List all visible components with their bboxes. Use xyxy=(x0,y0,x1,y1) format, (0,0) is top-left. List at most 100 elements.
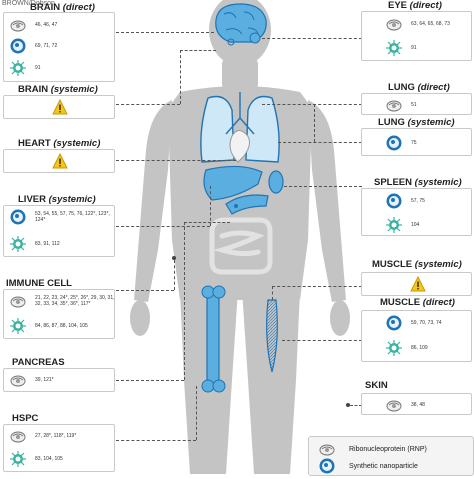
connector-dot-skin xyxy=(346,403,350,407)
refs-text: 39, 121* xyxy=(35,376,54,383)
viral-vector-icon xyxy=(386,40,402,56)
connector-skin xyxy=(350,405,362,406)
rnp-icon xyxy=(10,17,26,33)
muscle-organ xyxy=(266,299,278,373)
heart-systemic-card xyxy=(3,149,115,173)
refs-text: 91 xyxy=(35,64,41,71)
lung-direct-header: LUNG (direct) xyxy=(388,82,450,93)
hspc-header: HSPC xyxy=(12,413,39,424)
liver-systemic-header: LIVER (systemic) xyxy=(18,194,96,205)
spleen-systemic-header: SPLEEN (systemic) xyxy=(374,177,462,188)
connector-brain-direct xyxy=(116,32,214,33)
immune-cell-header: IMMUNE CELL xyxy=(6,278,72,289)
pancreas-header: PANCREAS xyxy=(12,357,65,368)
lung-systemic-header: LUNG (systemic) xyxy=(378,117,455,128)
connector-spleen xyxy=(284,186,362,187)
synthetic-nanoparticle-icon xyxy=(10,209,26,225)
warning-icon xyxy=(52,98,68,115)
refs-text: 75 xyxy=(411,139,417,146)
viral-vector-icon xyxy=(386,340,402,356)
connector-liver xyxy=(116,226,210,227)
warning-icon xyxy=(52,152,68,169)
synthetic-nanoparticle-icon xyxy=(10,38,26,54)
muscle-systemic-header: MUSCLE (systemic) xyxy=(372,259,462,270)
refs-text: 51 xyxy=(411,101,417,108)
liver-organ xyxy=(203,165,263,201)
synthetic-nanoparticle-icon xyxy=(386,193,402,209)
connector-hspc xyxy=(116,440,196,441)
immune-cell-card: 21, 22, 23, 24*, 25*, 26*, 29, 30, 31, 3… xyxy=(3,289,115,339)
refs-text: 27, 28*, 118*, 119* xyxy=(35,432,77,439)
refs-text: 46, 46, 47 xyxy=(35,21,58,28)
viral-vector-icon xyxy=(10,318,26,334)
refs-text: 104 xyxy=(411,221,420,228)
refs-text: 57, 75 xyxy=(411,197,425,204)
rnp-icon xyxy=(10,428,26,444)
refs-text: 86, 109 xyxy=(411,344,428,351)
viral-vector-icon xyxy=(386,217,402,233)
synthetic-nanoparticle-icon xyxy=(386,135,402,151)
rnp-icon xyxy=(319,441,335,457)
viral-vector-icon xyxy=(10,60,26,76)
refs-text: 83, 91, 112 xyxy=(35,240,60,247)
skin-header: SKIN xyxy=(365,380,388,391)
rnp-icon xyxy=(386,16,402,32)
muscle-direct-card: 59, 70, 73, 74 86, 109 xyxy=(361,310,472,362)
pancreas-organ xyxy=(225,194,269,215)
connector-lung-systemic xyxy=(278,142,362,143)
connector-brain-systemic xyxy=(116,104,180,105)
bone-organ xyxy=(201,285,226,393)
skin-card: 38, 48 xyxy=(361,393,472,415)
eye-direct-header: EYE (direct) xyxy=(388,0,442,11)
refs-text: 63, 64, 65, 68, 73 xyxy=(411,20,450,27)
brain-organ xyxy=(215,3,267,46)
source-fragment: BROWN/Dobson xyxy=(2,0,55,7)
pancreas-card: 39, 121* xyxy=(3,368,115,392)
connector-muscle-systemic xyxy=(272,286,362,287)
rnp-icon xyxy=(386,97,402,113)
refs-text: 59, 70, 73, 74 xyxy=(411,319,442,326)
refs-text: 84, 86, 87, 88, 104, 105 xyxy=(35,322,88,329)
heart-organ xyxy=(229,130,250,163)
connector-immune xyxy=(116,290,174,291)
synthetic-nanoparticle-icon xyxy=(319,458,335,474)
connector-heart xyxy=(116,160,236,161)
lung-direct-card: 51 xyxy=(361,93,472,115)
connector-lung-direct xyxy=(262,104,362,105)
brain-direct-card: 46, 46, 47 69, 71, 72 91 xyxy=(3,12,115,82)
connector-muscle-direct xyxy=(282,340,362,341)
brain-direct-header: BRAIN (direct) xyxy=(30,2,95,13)
hspc-card: 27, 28*, 118*, 119* 83, 104, 105 xyxy=(3,424,115,472)
connector-dot-immune xyxy=(172,256,176,260)
refs-text: 69, 71, 72 xyxy=(35,42,58,49)
spleen-systemic-card: 57, 75 104 xyxy=(361,188,472,236)
refs-text: 38, 48 xyxy=(411,401,425,408)
warning-icon xyxy=(410,275,426,292)
viral-vector-icon xyxy=(10,451,26,467)
rnp-icon xyxy=(10,372,26,388)
refs-text: 83, 104, 105 xyxy=(35,455,63,462)
brain-systemic-header: BRAIN (systemic) xyxy=(18,84,98,95)
refs-text: 21, 22, 23, 24*, 25*, 26*, 29, 30, 31, 3… xyxy=(35,294,115,308)
heart-systemic-header: HEART (systemic) xyxy=(18,138,101,149)
liver-systemic-card: 53, 54, 55, 57, 75, 76, 122*, 123*, 124*… xyxy=(3,205,115,257)
connector-pancreas xyxy=(116,380,184,381)
eye-direct-card: 63, 64, 65, 68, 73 91 xyxy=(361,11,472,61)
lung-organ xyxy=(200,92,280,163)
legend: Ribonucleoprotein (RNP) Synthetic nanopa… xyxy=(308,436,474,476)
viral-vector-icon xyxy=(10,236,26,252)
legend-nanoparticle-label: Synthetic nanoparticle xyxy=(349,462,418,470)
legend-rnp-label: Ribonucleoprotein (RNP) xyxy=(349,445,427,453)
refs-text: 53, 54, 55, 57, 75, 76, 122*, 123*, 124* xyxy=(35,210,110,224)
rnp-icon xyxy=(10,293,26,309)
connector-eye xyxy=(262,38,362,39)
muscle-direct-header: MUSCLE (direct) xyxy=(380,297,455,308)
rnp-icon xyxy=(386,397,402,413)
lung-systemic-card: 75 xyxy=(361,128,472,156)
spleen-organ xyxy=(268,170,284,194)
brain-systemic-card xyxy=(3,95,115,119)
refs-text: 91 xyxy=(411,44,417,51)
muscle-systemic-card xyxy=(361,272,472,296)
